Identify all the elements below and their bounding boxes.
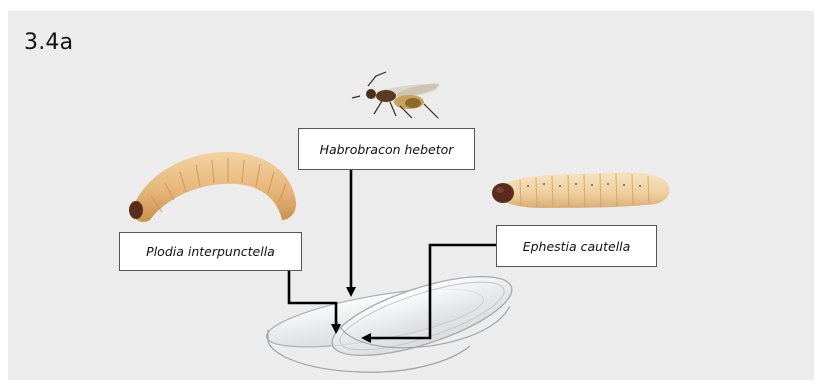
parasitoid-wasp-icon bbox=[352, 72, 440, 118]
label-habrobracon-hebetor: Habrobracon hebetor bbox=[298, 128, 475, 170]
label-ephestia-cautella: Ephestia cautella bbox=[496, 225, 657, 267]
plodia-larva-icon bbox=[129, 152, 296, 222]
panel-label: 3.4a bbox=[24, 30, 73, 55]
label-plodia-text: Plodia interpunctella bbox=[146, 244, 275, 259]
petri-dish-icon bbox=[263, 260, 520, 372]
label-habrobracon-text: Habrobracon hebetor bbox=[320, 142, 454, 157]
ephestia-larva-icon bbox=[492, 172, 670, 208]
label-plodia-interpunctella: Plodia interpunctella bbox=[119, 232, 302, 271]
label-ephestia-text: Ephestia cautella bbox=[523, 239, 631, 254]
